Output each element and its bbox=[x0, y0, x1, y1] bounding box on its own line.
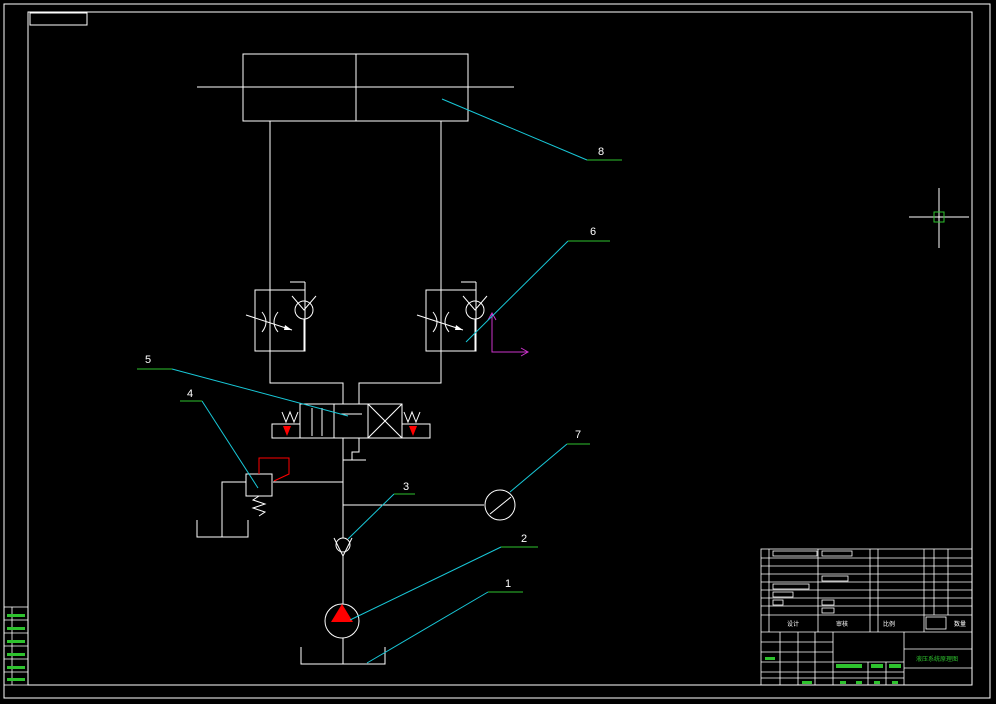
ucs-axis-icon bbox=[487, 311, 530, 357]
throttle-valve-right bbox=[416, 281, 488, 352]
label-component-6: 6 bbox=[590, 226, 596, 238]
label-component-2: 2 bbox=[521, 533, 527, 545]
cylinder-8 bbox=[197, 53, 514, 122]
label-component-1: 1 bbox=[505, 578, 511, 590]
title-block-cell-review: 审核 bbox=[836, 620, 848, 628]
title-block-cell-scale: 比例 bbox=[883, 620, 895, 628]
label-component-3: 3 bbox=[403, 481, 409, 493]
crosshair-cursor-icon bbox=[909, 188, 969, 248]
relief-valve-4 bbox=[196, 457, 290, 538]
left-side-table bbox=[3, 606, 29, 686]
drawing-title: 液压系统原理图 bbox=[916, 655, 958, 663]
corner-tag-box bbox=[29, 12, 88, 26]
check-valve-3 bbox=[333, 537, 353, 558]
title-block-cell-qty: 数量 bbox=[954, 620, 966, 628]
valve-pipes bbox=[269, 351, 442, 404]
title-block-cell-design: 设计 bbox=[787, 620, 799, 628]
outer-frame bbox=[3, 3, 991, 699]
throttle-valve-left bbox=[245, 281, 317, 352]
pressure-gauge-7 bbox=[484, 489, 516, 521]
tank-1 bbox=[300, 647, 386, 665]
cylinder-pipes bbox=[269, 121, 442, 290]
inner-frame bbox=[27, 11, 973, 686]
label-component-4: 4 bbox=[187, 388, 193, 400]
label-component-5: 5 bbox=[145, 354, 151, 366]
leader-lines bbox=[171, 98, 588, 664]
title-block bbox=[760, 548, 973, 686]
supply-line bbox=[273, 460, 484, 664]
directional-valve-5 bbox=[271, 403, 431, 461]
label-component-7: 7 bbox=[575, 429, 581, 441]
label-underlines bbox=[137, 159, 622, 593]
label-component-8: 8 bbox=[598, 146, 604, 158]
pump-2 bbox=[324, 603, 360, 639]
